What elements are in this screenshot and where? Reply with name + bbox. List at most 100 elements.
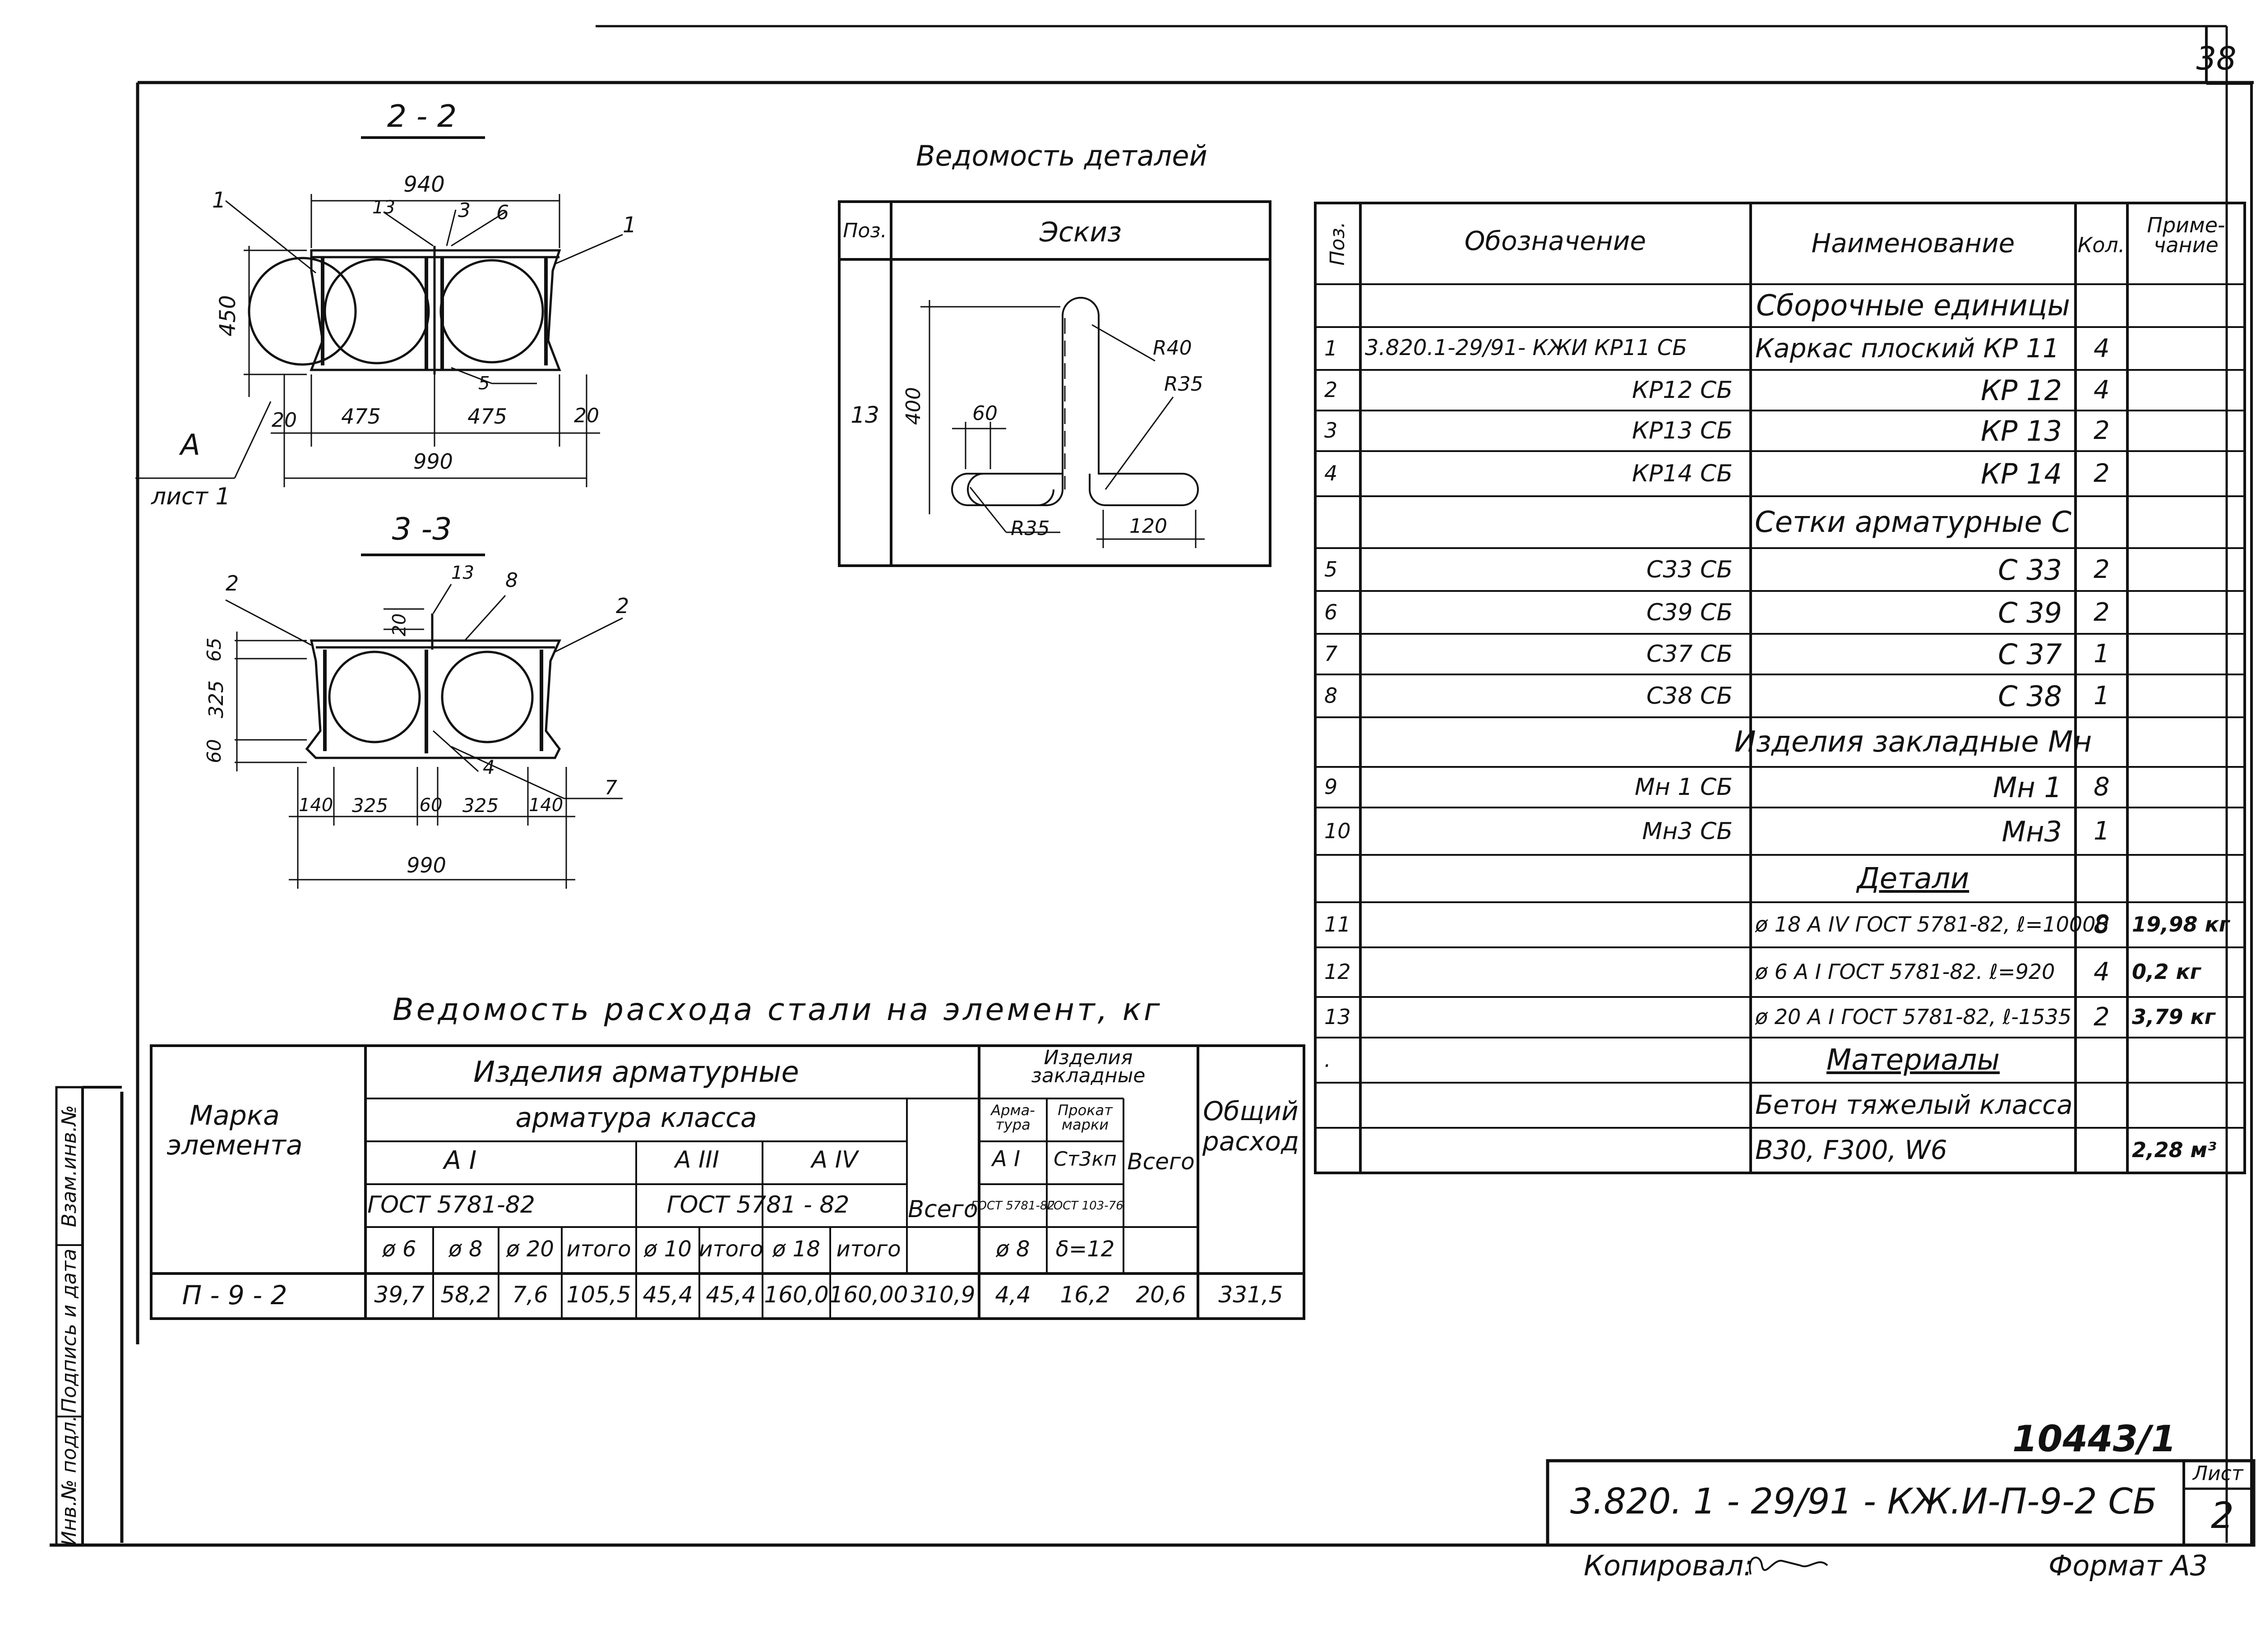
- steel-subheader: ø 6: [382, 1237, 416, 1262]
- steel-subheader: ø 18: [772, 1237, 820, 1262]
- steel-row-value: 58,2: [440, 1282, 491, 1308]
- spec-name: В30, F300, W6: [1755, 1135, 1947, 1165]
- steel-row-value: 331,5: [1218, 1282, 1283, 1308]
- spec-name: ø 6 А I ГОСТ 5781-82. ℓ=920: [1755, 960, 2055, 984]
- steel-embed-subheader: δ=12: [1055, 1237, 1115, 1262]
- steel-h-rebar-class: арматура класса: [515, 1102, 757, 1134]
- steel-row-value: 160,0: [764, 1282, 829, 1308]
- dim-990-22: 990: [413, 449, 453, 474]
- sketch-120: 120: [1129, 515, 1167, 538]
- spec-header-note: Приме- чание: [2147, 213, 2225, 257]
- dim-140-left: 140: [298, 795, 333, 816]
- spec-pos: 10: [1324, 818, 1351, 843]
- side-stamp-sign: Подпись и дата: [58, 1248, 81, 1413]
- details-col-sketch: Эскиз: [1039, 217, 1122, 248]
- spec-designation: С38 СБ: [1646, 682, 1733, 710]
- dim-20-gap: 20: [389, 613, 410, 637]
- spec-qty: 2: [2094, 416, 2110, 445]
- steel-h-mark: Марка элемента: [144, 1101, 325, 1160]
- section-2-2-title: 2 - 2: [387, 99, 457, 134]
- spec-designation: Мн3 СБ: [1642, 817, 1733, 845]
- inventory-number: 10443/1: [2012, 1418, 2177, 1460]
- side-stamp-inv: Инв.№ подл.: [58, 1415, 81, 1546]
- spec-note: 2,28 м³: [2132, 1138, 2217, 1162]
- dim-990-33: 990: [407, 853, 446, 877]
- format-label: Формат А3: [2048, 1549, 2208, 1582]
- spec-designation: С39 СБ: [1646, 599, 1733, 626]
- spec-name: Мн3: [2002, 815, 2062, 848]
- spec-header-name: Наименование: [1811, 228, 2015, 258]
- steel-row-value: 160,00: [829, 1282, 908, 1308]
- steel-h-rebar: Изделия арматурные: [473, 1056, 799, 1089]
- steel-row-mark: П - 9 - 2: [182, 1280, 287, 1311]
- spec-name: Каркас плоский КР 11: [1755, 332, 2060, 364]
- steel-h-embed-gost1: ГОСТ 5781-82: [971, 1199, 1055, 1213]
- spec-pos: 8: [1324, 683, 1338, 708]
- spec-pos: 5: [1324, 557, 1338, 581]
- dim-325-right: 325: [462, 794, 499, 817]
- details-col-pos: Поз.: [843, 219, 887, 242]
- dim-940: 940: [403, 172, 445, 197]
- spec-qty: 2: [2094, 459, 2110, 488]
- sketch-60: 60: [972, 402, 998, 425]
- spec-designation: КР12 СБ: [1632, 377, 1733, 404]
- details-title: Ведомость деталей: [916, 139, 1207, 172]
- spec-header-pos: Поз.: [1326, 221, 1349, 266]
- spec-name: С 39: [1998, 596, 2062, 629]
- spec-qty: 4: [2094, 375, 2110, 405]
- spec-pos: .: [1324, 1047, 1331, 1072]
- spec-header-designation: Обозначение: [1464, 226, 1646, 256]
- sketch-r40: R40: [1153, 337, 1192, 360]
- dim-20-right: 20: [574, 404, 599, 427]
- steel-row-value: 310,9: [911, 1282, 975, 1308]
- sheet-number: 38: [2196, 40, 2237, 77]
- dim-65: 65: [203, 637, 225, 662]
- spec-section-name: Детали: [1857, 862, 1969, 895]
- steel-h-total: Всего: [908, 1196, 978, 1223]
- spec-pos: 6: [1324, 600, 1338, 624]
- view-a-letter: А: [180, 429, 200, 462]
- spec-designation: Мн 1 СБ: [1635, 774, 1733, 801]
- spec-note: 0,2 кг: [2132, 960, 2201, 984]
- steel-subheader: ø 20: [506, 1237, 554, 1262]
- spec-designation: С37 СБ: [1646, 641, 1733, 668]
- spec-designation: КР14 СБ: [1632, 460, 1733, 487]
- spec-designation: С33 СБ: [1646, 556, 1733, 583]
- dim-60-mid: 60: [419, 795, 443, 816]
- spec-name: ø 18 А IV ГОСТ 5781-82, ℓ=10000: [1755, 912, 2109, 937]
- spec-designation: 3.820.1-29/91- КЖИ КР11 СБ: [1365, 335, 1687, 360]
- view-a-sheet: лист 1: [151, 483, 231, 510]
- spec-pos: 4: [1324, 461, 1338, 485]
- spec-pos: 2: [1324, 378, 1338, 402]
- spec-section-name: Сборочные единицы: [1756, 289, 2070, 323]
- dim-450: 450: [215, 295, 240, 337]
- spec-qty: 2: [2094, 1002, 2110, 1032]
- spec-note: 3,79 кг: [2132, 1005, 2215, 1029]
- spec-pos: 3: [1324, 418, 1338, 443]
- document-code: 3.820. 1 - 29/91 - КЖ.И-П-9-2 СБ: [1570, 1481, 2157, 1522]
- spec-note: 19,98 кг: [2132, 912, 2230, 937]
- steel-subheader: итого: [836, 1237, 901, 1262]
- callout-1-left: 1: [212, 188, 226, 213]
- spec-pos: 11: [1324, 912, 1351, 937]
- spec-section-name: Изделия закладные Мн: [1734, 725, 2092, 759]
- spec-name: КР 12: [1980, 374, 2062, 407]
- dim-475-right: 475: [467, 404, 507, 429]
- steel-h-overall: Общий расход: [1202, 1096, 1299, 1157]
- sketch-400: 400: [902, 387, 925, 425]
- steel-subheader: итого: [566, 1237, 631, 1262]
- callout-8: 8: [505, 569, 518, 592]
- sketch-r35-top: R35: [1164, 373, 1203, 396]
- callout-6: 6: [496, 201, 509, 224]
- spec-qty: 1: [2094, 639, 2110, 669]
- steel-h-embed-rebar: Арма-тура: [991, 1102, 1035, 1133]
- spec-qty: 1: [2094, 816, 2110, 846]
- dim-140-right: 140: [528, 795, 564, 816]
- spec-pos: 1: [1324, 336, 1338, 360]
- side-stamp-replace: Взам.инв.№: [58, 1105, 81, 1227]
- steel-h-embed-total: Всего: [1127, 1149, 1195, 1175]
- steel-h-embed-st: Ст3кп: [1054, 1148, 1117, 1171]
- steel-subheader: ø 8: [448, 1237, 483, 1262]
- spec-qty: 2: [2094, 554, 2110, 584]
